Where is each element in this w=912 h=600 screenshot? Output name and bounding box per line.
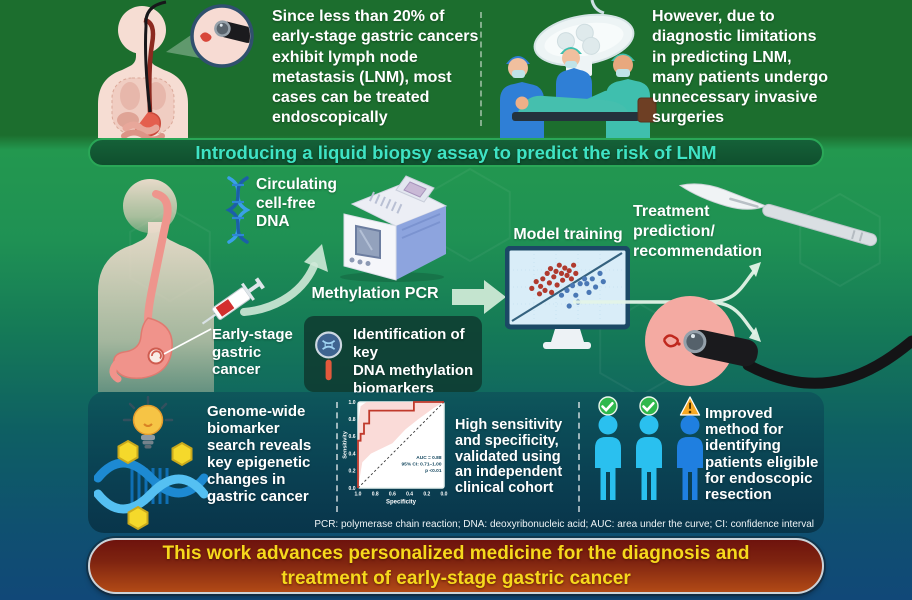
svg-text:AUC = 0.88: AUC = 0.88	[416, 455, 442, 461]
svg-text:1.0: 1.0	[349, 400, 356, 406]
check-badge-icon	[598, 396, 618, 416]
label-pointer-line	[163, 328, 212, 355]
model-training-scatter	[511, 252, 623, 322]
svg-text:p <0.01: p <0.01	[425, 468, 442, 474]
top-section-divider	[480, 12, 482, 126]
svg-text:0.6: 0.6	[349, 434, 356, 440]
cfdna-label: Circulating cell-free DNA	[256, 176, 337, 230]
esophagus	[144, 190, 172, 324]
svg-text:0.0: 0.0	[349, 486, 356, 492]
svg-text:0.8: 0.8	[349, 417, 356, 423]
patient-icon-1	[595, 396, 621, 500]
methyl-group-hexagons	[117, 439, 193, 531]
svg-text:Sensitivity: Sensitivity	[343, 430, 349, 458]
panel-divider-1	[336, 402, 338, 512]
endoscope-cable	[742, 335, 912, 389]
epigenetic-dna-icon	[94, 439, 208, 531]
curved-arrow	[240, 244, 328, 316]
svg-text:0.4: 0.4	[349, 451, 356, 457]
early-gastric-cancer-label: Early-stage gastric cancer	[212, 326, 293, 378]
abbreviation-footnote: PCR: polymerase chain reaction; DNA: deo…	[314, 519, 814, 530]
endoscope-illustration	[645, 296, 912, 389]
panel2-text: High sensitivity and specificity, valida…	[455, 417, 563, 497]
monitor-scatter-illustration	[505, 246, 630, 349]
patient-endoscopy-illustration	[98, 0, 254, 138]
conclusion-text: This work advances personalized medicine…	[162, 543, 750, 589]
svg-text:0.4: 0.4	[406, 492, 413, 498]
check-badge-icon	[639, 396, 659, 416]
svg-text:95% CI: 0.71–1.00: 95% CI: 0.71–1.00	[401, 461, 441, 467]
endoscope-tip	[683, 329, 758, 367]
top-left-caption: Since less than 20% of early-stage gastr…	[272, 8, 479, 127]
biomarker-identification-panel: Identification of key DNA methylation bi…	[304, 316, 482, 397]
svg-text:0.6: 0.6	[389, 492, 396, 498]
top-right-caption: However, due to diagnostic limitations i…	[652, 8, 829, 127]
flow-arrow-right	[452, 280, 506, 314]
treatment-prediction-label: Treatment prediction/ recommendation	[633, 203, 762, 260]
svg-text:0.8: 0.8	[372, 492, 379, 498]
svg-text:Specificity: Specificity	[386, 500, 417, 506]
pcr-machine-illustration	[340, 175, 448, 282]
model-training-label: Model training	[513, 226, 623, 243]
biomarker-panel-text: Identification of key DNA methylation bi…	[352, 326, 474, 397]
title-banner: Introducing a liquid biopsy assay to pre…	[88, 138, 824, 167]
surgical-lamp-icon	[533, 13, 635, 67]
surgery-scene-illustration	[500, 0, 657, 138]
scalpel-icon	[678, 183, 878, 247]
panel3-text: Improved method for identifying patients…	[705, 405, 819, 504]
panel-divider-2	[578, 402, 580, 512]
svg-text:1.0: 1.0	[355, 492, 362, 498]
patients-icons	[595, 396, 703, 500]
pcr-label: Methylation PCR	[311, 285, 439, 302]
syringe-icon	[201, 277, 265, 325]
banner-title: Introducing a liquid biopsy assay to pre…	[195, 141, 717, 163]
svg-text:0.2: 0.2	[423, 492, 430, 498]
dna-helix-icon	[225, 176, 251, 244]
svg-text:0.2: 0.2	[349, 469, 356, 475]
lightbulb-icon	[122, 396, 174, 449]
lesion-mark	[662, 334, 679, 348]
patient-icon-3	[677, 396, 703, 500]
patient-torso-illustration	[98, 179, 214, 392]
magnifier-dna-icon	[315, 331, 343, 381]
results-panel: Genome-wide biomarker search reveals key…	[88, 392, 824, 533]
patient-icon-2	[636, 396, 662, 500]
conclusion-banner: This work advances personalized medicine…	[88, 538, 824, 594]
roc-curve-chart: 1.0 0.8 0.6 0.4 0.2 0.0 0.0 0.2 0.4 0.6 0.8 1.0Spec…	[343, 400, 448, 506]
panel1-text: Genome-wide biomarker search reveals key…	[207, 403, 312, 505]
svg-text:0.0: 0.0	[441, 492, 448, 498]
